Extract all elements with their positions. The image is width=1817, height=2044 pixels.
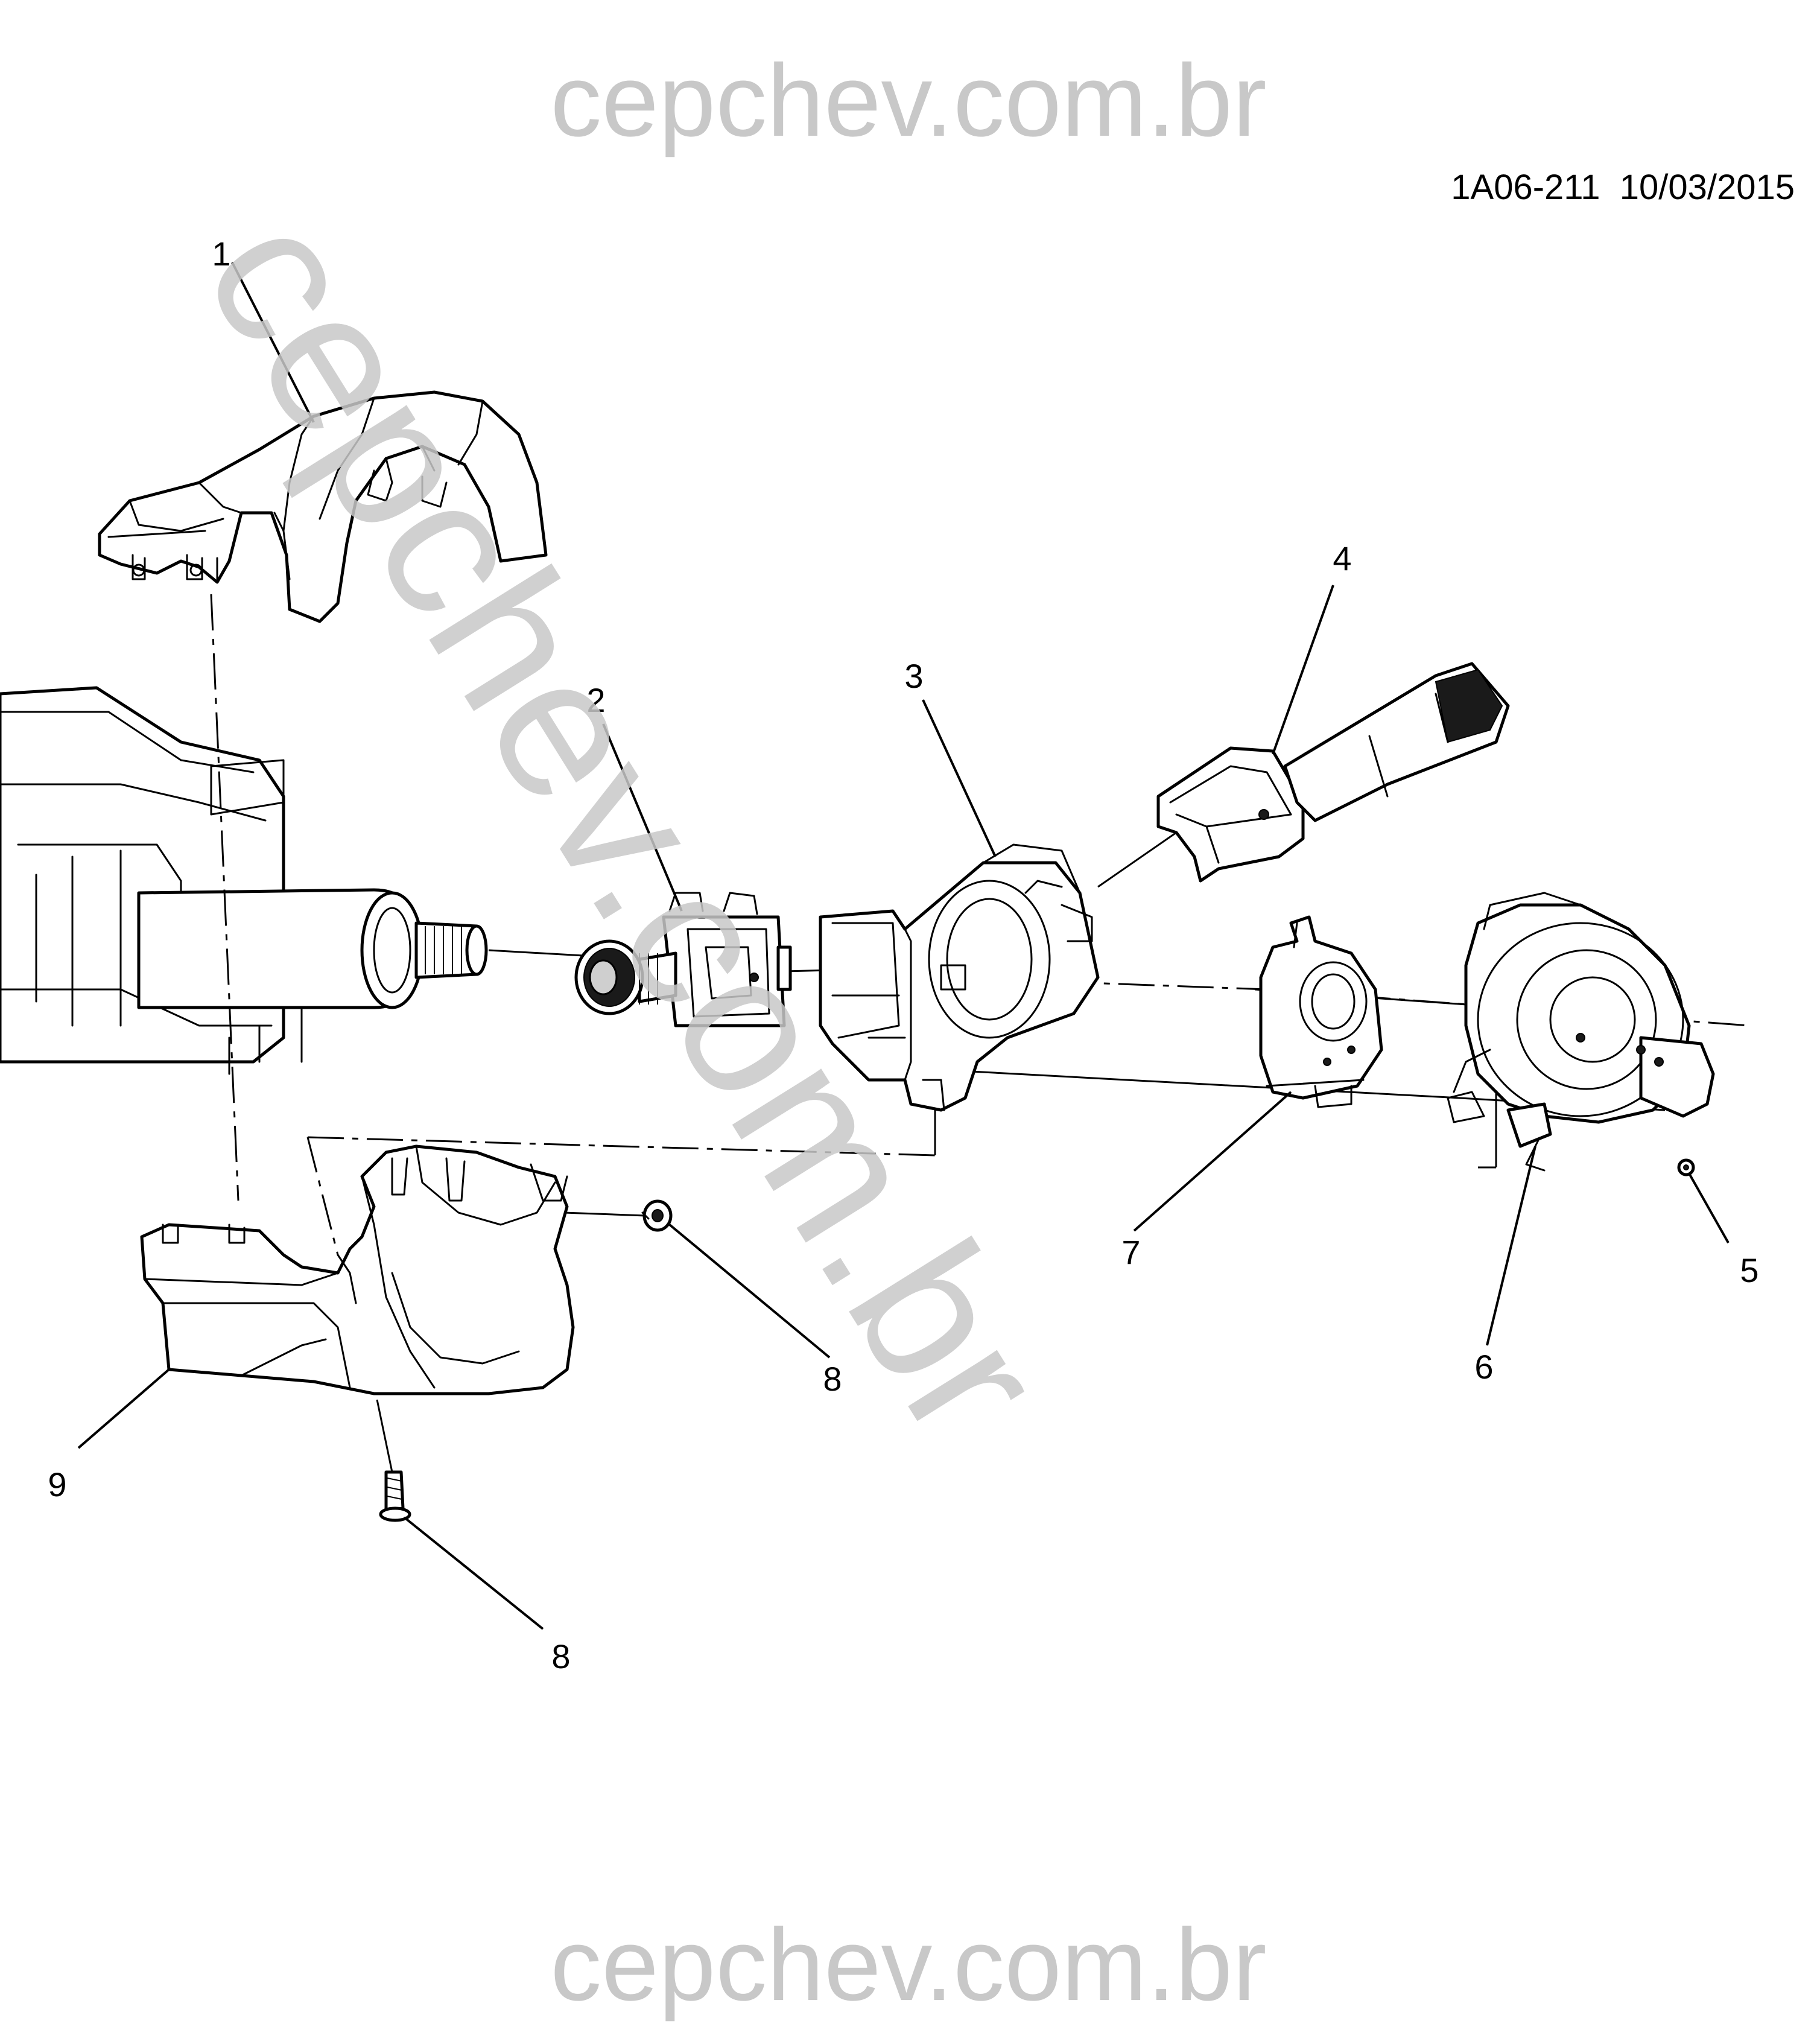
callout-8-lower: 8 <box>551 1637 570 1675</box>
callout-8-upper: 8 <box>823 1360 842 1398</box>
callout-4: 4 <box>1333 539 1351 577</box>
callout-5: 5 <box>1740 1251 1758 1289</box>
callout-7: 7 <box>1121 1233 1140 1271</box>
part-8-screw-lower <box>379 1470 411 1522</box>
part-2-switch <box>574 892 792 1027</box>
callout-3: 3 <box>904 657 923 695</box>
part-8-screw-upper <box>641 1199 673 1232</box>
part-9-lower-trim-cover <box>140 1144 575 1395</box>
part-3-switch-housing <box>819 843 1100 1112</box>
steering-column <box>0 686 488 1075</box>
callout-6: 6 <box>1474 1348 1493 1386</box>
part-5-fastener <box>1677 1158 1695 1176</box>
part-7-steering-angle-sensor <box>1259 915 1383 1108</box>
part-6-clockspring <box>1447 892 1715 1172</box>
callout-labels: 1 2 3 4 5 6 7 8 8 9 <box>48 235 1758 1675</box>
part-1-upper-trim-cover <box>98 390 548 623</box>
watermark-top: cepchev.com.br <box>550 43 1266 158</box>
callout-2: 2 <box>586 681 605 719</box>
callout-1: 1 <box>212 235 230 273</box>
diagram-reference: 1A06-211 10/03/2015 <box>1451 168 1795 207</box>
leader-lines <box>77 262 1730 1630</box>
watermark-bottom: cepchev.com.br <box>550 1908 1266 2022</box>
part-4-multifunction-lever <box>1156 662 1510 883</box>
callout-9: 9 <box>48 1465 66 1503</box>
